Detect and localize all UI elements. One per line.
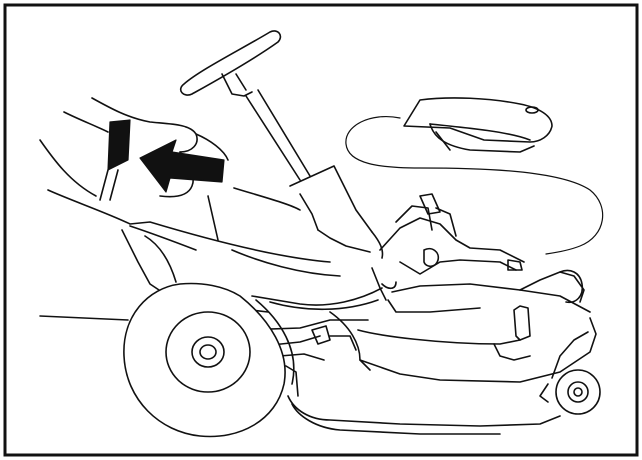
direction-arrow-icon (139, 139, 225, 193)
rear-wheel (123, 282, 295, 438)
front-linkage (311, 267, 397, 351)
grip-block (107, 119, 131, 171)
ground-line (39, 315, 129, 321)
figure-frame (3, 3, 639, 457)
seat-and-steering (179, 30, 384, 277)
front-gauge-wheel (555, 369, 601, 415)
callout-line (345, 116, 604, 255)
cover-detail (403, 97, 553, 153)
mower-deck (279, 193, 601, 435)
hand-with-handle (39, 97, 229, 201)
